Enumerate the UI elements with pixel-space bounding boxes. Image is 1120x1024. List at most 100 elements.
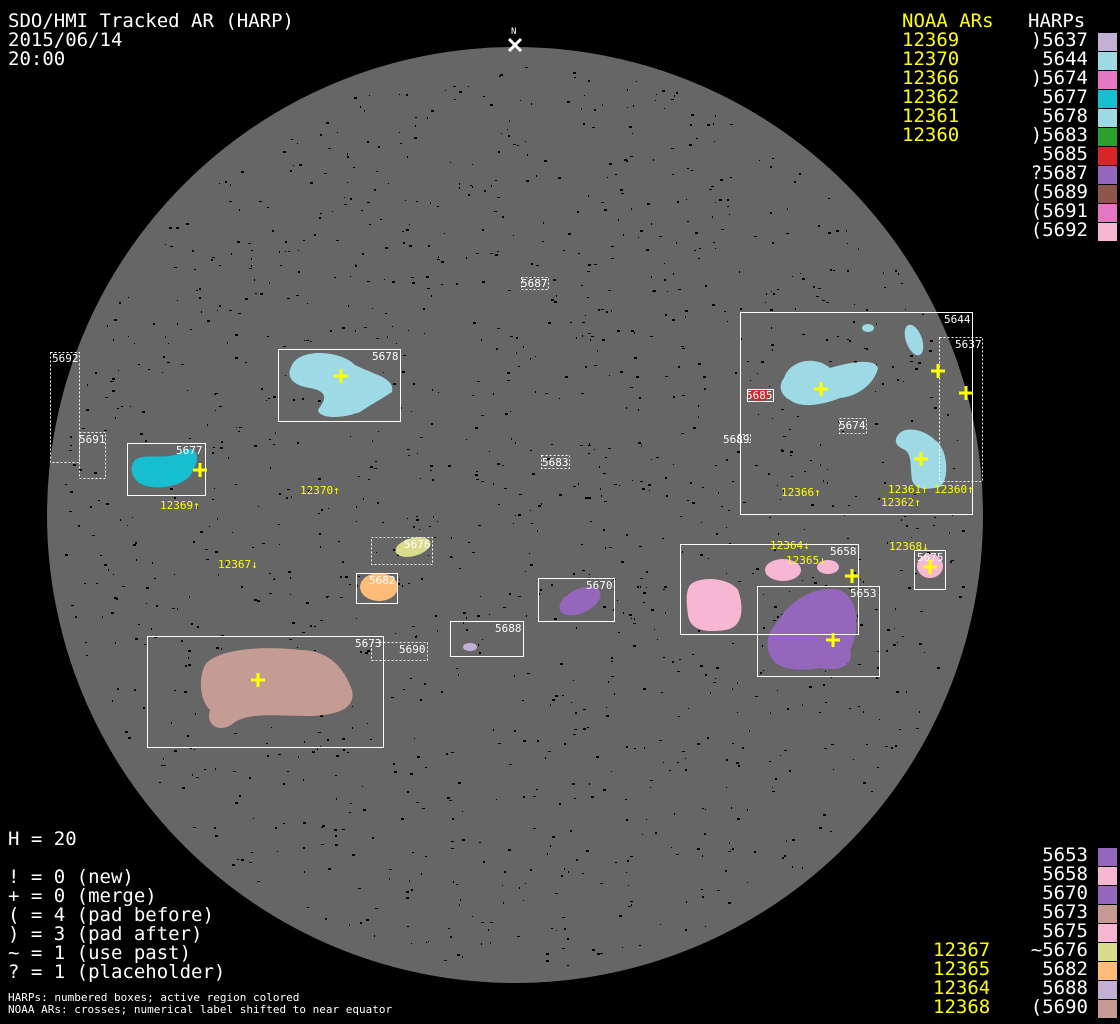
speck	[554, 618, 557, 620]
harp-box-5678[interactable]	[278, 349, 401, 422]
harp-box-5692[interactable]	[50, 352, 80, 463]
speck	[450, 936, 451, 938]
noaa-label: 12366↑	[781, 486, 821, 499]
speck	[824, 748, 827, 749]
harp-box-5653[interactable]	[757, 586, 880, 677]
speck	[171, 722, 172, 724]
speck	[416, 635, 417, 636]
speck	[227, 342, 228, 344]
speck	[374, 189, 376, 191]
speck	[704, 833, 706, 835]
speck	[153, 323, 155, 325]
speck	[548, 322, 551, 324]
speck	[692, 654, 694, 655]
speck	[876, 323, 877, 325]
speck	[669, 770, 671, 771]
speck	[651, 459, 652, 460]
speck	[598, 309, 600, 311]
speck	[479, 842, 481, 843]
speck	[85, 642, 87, 643]
speck	[396, 343, 397, 344]
stat-use-past: ~ = 1 (use past)	[8, 942, 192, 964]
harp-box-5688[interactable]	[450, 621, 524, 657]
harp-box-5689[interactable]	[738, 434, 751, 443]
harp-box-5658[interactable]	[680, 544, 859, 635]
speck	[430, 202, 431, 204]
harp-box-5685[interactable]	[747, 389, 774, 402]
speck	[409, 245, 412, 247]
speck	[700, 554, 703, 556]
speck	[550, 704, 551, 706]
speck	[787, 208, 788, 210]
speck	[705, 809, 706, 810]
speck	[781, 449, 783, 450]
speck	[476, 479, 479, 480]
noaa-cross-icon	[251, 673, 265, 687]
speck	[640, 230, 643, 232]
region-5658-a	[686, 578, 742, 632]
speck	[780, 755, 781, 756]
harp-box-5675[interactable]	[914, 550, 946, 590]
speck	[367, 650, 370, 652]
harp-box-5670[interactable]	[538, 578, 615, 622]
speck	[211, 259, 213, 261]
harp-box-5691[interactable]	[79, 432, 106, 479]
speck	[335, 835, 337, 837]
speck	[205, 549, 208, 550]
noaa-label: 12364↓	[770, 539, 810, 552]
speck	[857, 615, 858, 617]
speck	[533, 796, 536, 797]
speck	[581, 108, 582, 110]
speck	[732, 848, 734, 850]
speck	[640, 578, 643, 579]
noaa-legend-label: 12361	[902, 105, 960, 127]
speck	[483, 96, 485, 97]
harp-box-5682[interactable]	[356, 573, 398, 604]
speck	[735, 372, 737, 374]
speck	[459, 91, 462, 93]
speck	[772, 349, 773, 351]
speck	[651, 276, 652, 278]
speck	[219, 183, 220, 184]
harp-box-5690[interactable]	[371, 642, 428, 661]
speck	[493, 729, 494, 731]
speck	[196, 777, 199, 778]
speck	[507, 372, 510, 374]
speck	[610, 581, 612, 582]
speck	[715, 115, 716, 117]
speck	[178, 504, 179, 505]
speck	[897, 642, 898, 643]
speck	[367, 141, 369, 143]
speck	[342, 561, 344, 563]
speck	[638, 442, 641, 444]
speck	[324, 173, 327, 174]
speck	[674, 813, 675, 815]
harp-box-5673[interactable]	[147, 636, 384, 748]
speck	[637, 586, 639, 588]
speck	[251, 258, 252, 260]
speck	[318, 478, 321, 480]
speck	[391, 697, 394, 698]
speck	[135, 638, 138, 640]
harp-box-5644[interactable]	[740, 312, 973, 515]
speck	[694, 250, 696, 251]
speck	[522, 700, 524, 701]
speck	[627, 107, 628, 108]
speck	[677, 201, 679, 203]
speck	[406, 891, 409, 893]
speck	[548, 751, 551, 752]
harp-box-5687[interactable]	[521, 277, 549, 290]
speck	[702, 808, 704, 809]
speck	[513, 235, 514, 236]
harp-box-5683[interactable]	[541, 455, 570, 469]
speck	[682, 395, 685, 396]
speck	[927, 552, 930, 554]
speck	[822, 300, 825, 301]
speck	[854, 572, 856, 574]
speck	[219, 406, 222, 407]
harp-box-5637[interactable]	[939, 337, 983, 482]
speck	[740, 308, 742, 310]
harp-box-5674[interactable]	[839, 418, 867, 434]
harp-label: 5675	[917, 551, 944, 564]
speck	[901, 519, 902, 521]
